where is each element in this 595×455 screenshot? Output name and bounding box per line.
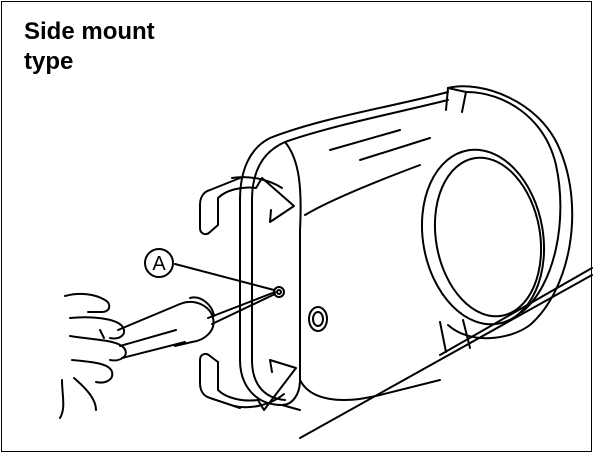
rotation-arrow-upper xyxy=(199,176,295,236)
callout-label: A xyxy=(152,253,166,275)
rotation-arrow-lower xyxy=(199,352,297,411)
figure-title-line-1: Side mount xyxy=(24,18,155,45)
hand xyxy=(59,292,127,419)
figure-title-line-2: type xyxy=(24,48,74,75)
callout-leader-line xyxy=(174,263,275,291)
control-lever xyxy=(420,85,574,353)
screwdriver xyxy=(117,291,276,359)
friction-adjust-screw xyxy=(273,286,328,332)
mounting-surface xyxy=(299,267,593,439)
callout-circle xyxy=(144,248,174,278)
control-housing xyxy=(239,91,449,411)
figure-title: Side mount type xyxy=(24,17,155,77)
